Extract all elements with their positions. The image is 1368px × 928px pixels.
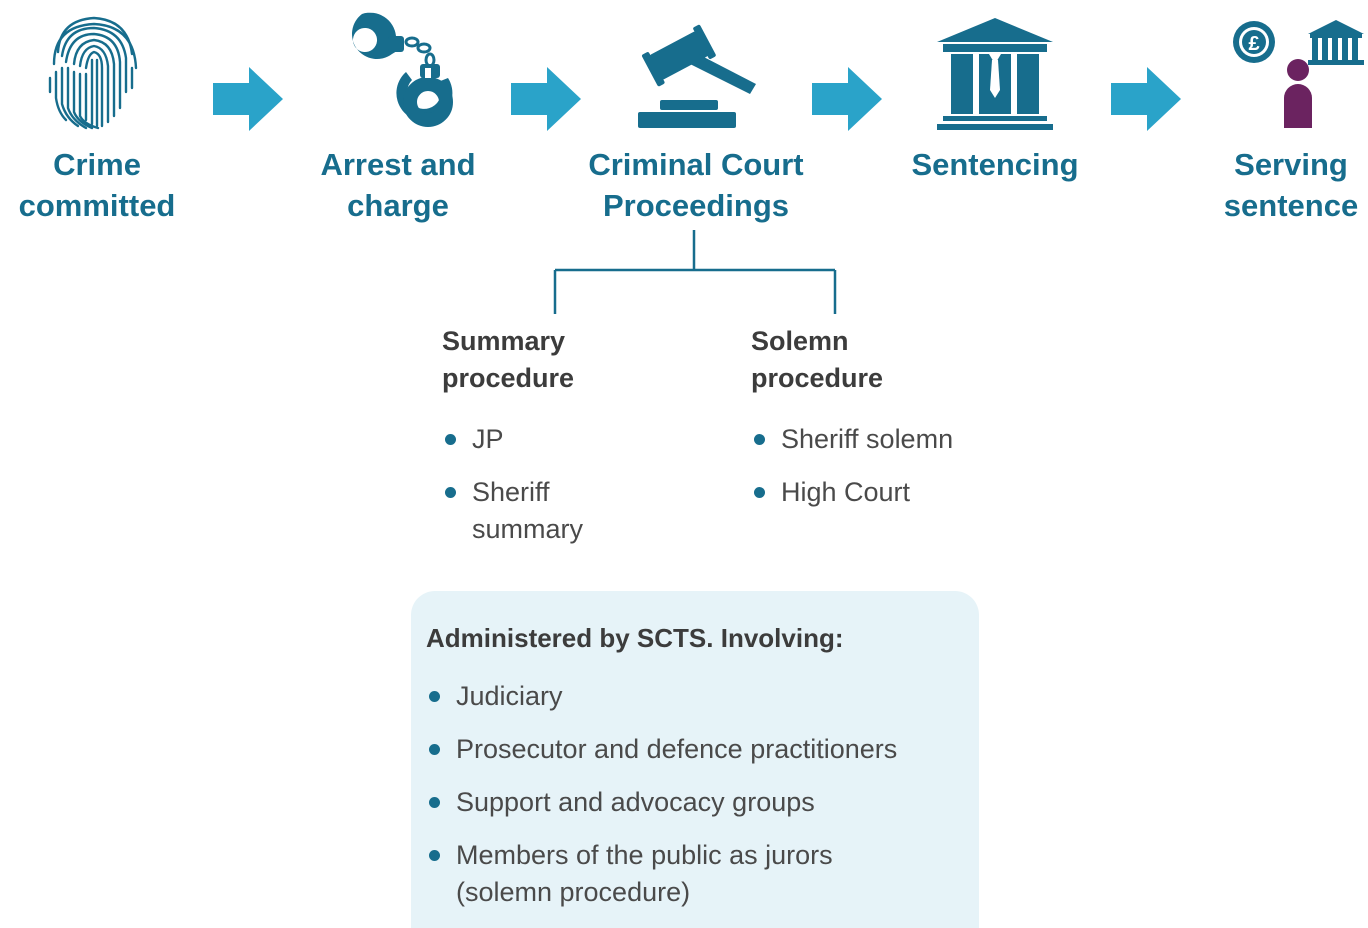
- prison-icon: [1308, 20, 1364, 65]
- gavel-icon: [638, 24, 756, 128]
- flow-arrow: [511, 67, 581, 131]
- solemn-procedure-list: Sheriff solemn High Court: [751, 421, 1031, 527]
- list-item: Members of the public as jurors (solemn …: [426, 837, 966, 911]
- list-item: Support and advocacy groups: [426, 784, 966, 821]
- summary-procedure-heading: Summary procedure: [442, 326, 575, 393]
- administered-box-title: Administered by SCTS. Involving:: [426, 623, 844, 653]
- administered-box-list: Judiciary Prosecutor and defence practit…: [426, 678, 966, 927]
- stage-label-serving: Serving sentence: [1223, 147, 1359, 223]
- list-item: Sheriff solemn: [751, 421, 1031, 458]
- person-icon: [1284, 59, 1312, 128]
- summary-procedure-list: JP Sheriff summary: [442, 421, 672, 564]
- flow-arrow: [213, 67, 283, 131]
- list-item: Prosecutor and defence practitioners: [426, 731, 966, 768]
- pound-coin-icon: £: [1233, 21, 1275, 63]
- stage-label-sentencing: Sentencing: [911, 147, 1079, 182]
- person-fine-prison-icon: £: [1233, 20, 1364, 128]
- courthouse-icon: [937, 18, 1053, 130]
- administered-box: [411, 591, 979, 928]
- fingerprint-icon: [48, 16, 138, 130]
- handcuffs-icon: [351, 12, 453, 127]
- stage-label-arrest: Arrest and charge: [320, 147, 476, 223]
- svg-text:£: £: [1248, 33, 1259, 55]
- solemn-procedure-heading: Solemn procedure: [751, 326, 884, 393]
- list-item: JP: [442, 421, 672, 458]
- flow-arrow: [812, 67, 882, 131]
- list-item: Sheriff summary: [442, 474, 672, 548]
- list-item: High Court: [751, 474, 1031, 511]
- stage-label-crime: Crime committed: [18, 147, 176, 223]
- flow-arrow: [1111, 67, 1181, 131]
- list-item: Judiciary: [426, 678, 966, 715]
- branch-connector: [553, 230, 837, 314]
- stage-label-court: Criminal Court Proceedings: [588, 147, 804, 223]
